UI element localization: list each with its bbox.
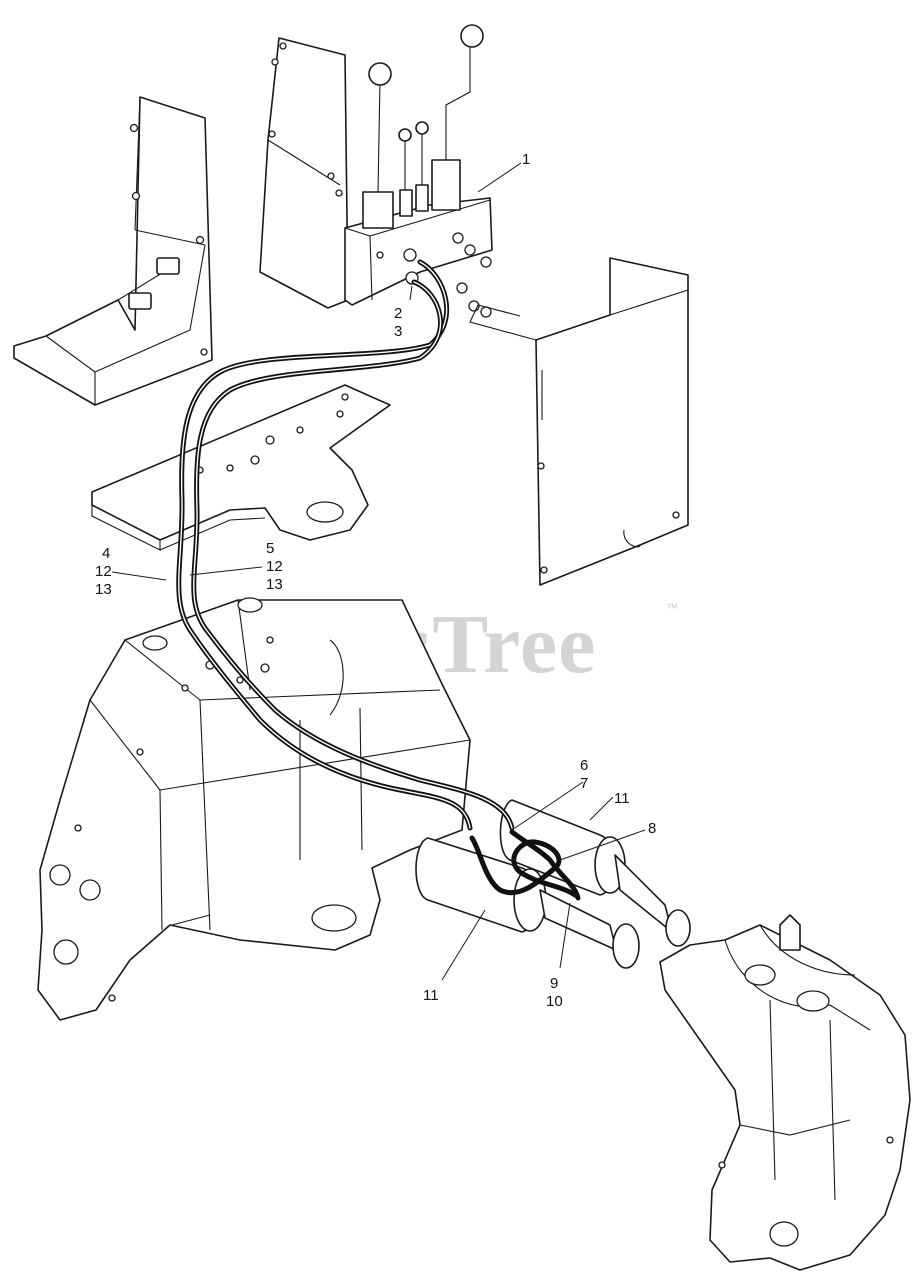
callout-1: 1 [522, 151, 530, 168]
callout-5: 5 [266, 540, 274, 557]
callout-numbers: 1 2 3 4 12 13 5 12 13 6 7 11 8 11 9 10 [95, 151, 656, 1010]
callout-3: 3 [394, 323, 402, 340]
callout-12-left: 12 [95, 563, 112, 580]
hydraulic-cylinders [415, 799, 691, 969]
right-shield [469, 257, 689, 586]
callout-9: 9 [550, 975, 558, 992]
callout-2: 2 [394, 305, 402, 322]
center-panel [259, 37, 349, 309]
callout-12-right: 12 [266, 558, 283, 575]
callout-8: 8 [648, 820, 656, 837]
hydraulic-hoses [176, 259, 581, 901]
callout-13-left: 13 [95, 581, 112, 598]
mounting-plate [91, 384, 391, 551]
callout-11-upper: 11 [614, 790, 630, 807]
callout-11-lower: 11 [423, 987, 439, 1004]
callout-6: 6 [580, 757, 588, 774]
callout-7: 7 [580, 775, 588, 792]
main-frame [37, 597, 471, 1021]
callout-10: 10 [546, 993, 563, 1010]
control-valve-assembly [344, 24, 493, 318]
callout-4: 4 [102, 545, 110, 562]
hitch-assembly [659, 914, 911, 1271]
left-shield-assembly [13, 96, 213, 406]
callout-13-right: 13 [266, 576, 283, 593]
leader-lines [111, 162, 646, 981]
watermark-trademark: ™ [666, 601, 678, 615]
